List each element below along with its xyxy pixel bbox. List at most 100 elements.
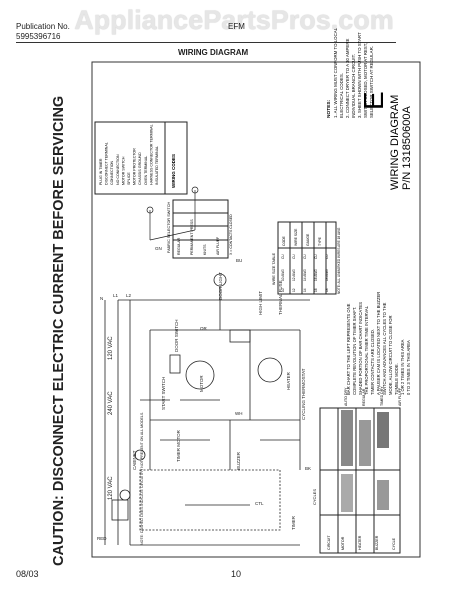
cycle-segment-label: AIR FLUFF xyxy=(398,387,402,406)
label-door-light: DOOR LIGHT xyxy=(218,272,223,300)
publication-label: Publication No. xyxy=(16,22,70,31)
wire-table-cell: CU xyxy=(303,254,307,259)
bar-chart-note-line: MODE, ALLOW CIRCUIT TO CLOSE FOR xyxy=(388,315,393,395)
fabric-selector-legend: X = CONTACTS CLOSED xyxy=(229,214,233,255)
wiring-code-item: MOTOR SWITCH xyxy=(121,156,125,185)
label-l1: L1 xyxy=(113,293,119,298)
note-line: INDIVIDUAL BRANCH CIRCUIT. xyxy=(351,54,356,118)
label-note-left: NOTE: DASHED LINES INDICATE CIRCUITRY NO… xyxy=(140,412,144,545)
bar-chart-note-line: 1 OR 2 TIMES IN THIS AREA xyxy=(400,339,405,395)
wire-table-cell: 16 xyxy=(314,288,318,292)
wiring-code-item: HARNESS CONNECTOR TERMINAL xyxy=(149,124,153,185)
wiring-code-item: PLUG IN TIMER xyxy=(99,158,103,185)
model-code: EFM xyxy=(228,22,245,31)
wire-table-cell: 16 AWG xyxy=(314,269,318,281)
label-cabinet: CABINET xyxy=(132,450,137,470)
fabric-selector-table: FABRIC SELECTOR SWITCH X = CONTACTS CLOS… xyxy=(167,199,233,259)
diagram-frame xyxy=(91,61,421,558)
label-thermal-fuse: THERMAL FUSE xyxy=(278,280,283,315)
wire-table-header: CODE xyxy=(282,235,286,246)
label-wh: WH xyxy=(235,411,243,416)
note-line: SWITCH CLOSED, MOTOR AT REST, xyxy=(363,43,368,118)
watermark: AppliancePartsPros.com xyxy=(74,5,394,35)
bar-chart-note-line: TIMER CONTACTS ARE CLOSED. xyxy=(370,329,375,395)
wire-table-cell: CU xyxy=(325,254,329,259)
note-line: ELECTRICAL CODES. xyxy=(339,73,344,118)
label-timer: TIMER xyxy=(291,515,296,530)
label-n: N xyxy=(100,296,103,301)
cycle-circuit-label: MOTOR xyxy=(341,536,345,550)
note-line: 3. SHEET SHOWN WITH PUSH TO START xyxy=(357,32,362,118)
schematic xyxy=(104,273,310,546)
footer-page: 10 xyxy=(231,569,242,579)
note-line: 2. CONNECT DRYER TO A 30 AMPERE xyxy=(345,38,350,118)
wire-table-header: GAUGE xyxy=(306,233,310,246)
label-start-switch: START SWITCH xyxy=(161,377,166,410)
cycle-circuit-label: BUZZER xyxy=(375,535,379,550)
caution-text: CAUTION: DISCONNECT ELECTRIC CURRENT BEF… xyxy=(51,96,67,566)
wiring-code-item: INSULATED TERMINAL xyxy=(155,146,159,185)
wire-size-table: WIRE SIZE TABLE NOTE: ALL UNMARKED WIRES… xyxy=(272,221,341,295)
cycle-segment-label: AUTO DRY xyxy=(344,387,348,406)
wire-table-cell: 18 AWG xyxy=(325,269,329,281)
publication-number: 5995396716 xyxy=(16,32,61,41)
cycle-circuit-label: CYCLE xyxy=(392,537,396,550)
wire-table-cell: CU xyxy=(314,254,318,259)
bar-chart-note-line: TUMBLE MODE. xyxy=(394,363,399,395)
wiring-code-item: CONNECTION xyxy=(110,160,114,185)
label-gn: GN xyxy=(155,246,162,251)
diagram-id-title: WIRING DIAGRAM xyxy=(389,95,401,190)
wire-table-header: WIRE SIZE xyxy=(294,228,298,246)
label-bu: BU xyxy=(236,258,242,263)
label-red: RED xyxy=(97,536,107,541)
bar-chart-note-line: THE PROPORTIONAL TIMER TIME INTERVAL xyxy=(364,305,369,395)
bar-chart-note-line: SHADED PORTION OF BAR CHART INDICATES xyxy=(358,302,363,395)
wiring-codes-title: WIRING CODES xyxy=(171,154,176,188)
label-buzzer: BUZZER xyxy=(236,451,241,470)
wire-table-note: NOTE: ALL UNMARKED WIRES ARE 18 AWG xyxy=(337,227,341,294)
wire-table-title: WIRE SIZE TABLE xyxy=(272,252,276,285)
label-ctl: CTL xyxy=(255,501,264,506)
wiring-code-item: CHASSIS GROUND xyxy=(138,152,142,185)
motor-switch-diagram xyxy=(146,186,199,241)
header-rule xyxy=(16,42,396,43)
footer-date: 08/03 xyxy=(16,569,39,579)
cycle-circuit-label: HEATER xyxy=(358,535,362,550)
label-120vac-top: 120 VAC xyxy=(108,336,114,360)
bar-chart-note-line: 0 TO 3 TIMES IN THIS AREA xyxy=(406,340,411,395)
label-timer-motor: TIMER MOTOR xyxy=(176,429,181,462)
fabric-row: PERMANENT PRESS xyxy=(190,219,194,255)
wire-table-cell: 18 xyxy=(325,288,329,292)
wire-table-header: TYPE xyxy=(318,236,322,246)
notes-block: NOTES: 1. ALL WIRING MUST CONFORM TO LOC… xyxy=(326,27,374,118)
fabric-row: REGULAR xyxy=(177,237,181,255)
schematic-labels: 240 VAC 120 VAC 120 VAC TIMER TIMER MOTO… xyxy=(97,246,311,545)
label-120vac-bottom: 120 VAC xyxy=(108,476,114,500)
note-line: 1. ALL WIRING MUST CONFORM TO LOCAL xyxy=(333,27,338,118)
wiring-code-item: OVEN TERMINAL xyxy=(144,156,148,185)
label-high-limit: HIGH LIMIT xyxy=(258,291,263,315)
bar-chart-note-line: SWITCH AND ADVANCES ALL CYCLES TO THE xyxy=(382,302,387,395)
bar-chart-note-line: A PAUSER CAM IS LOCATED NEXT TO THE BUZZ… xyxy=(376,292,381,395)
wire-table-cell: 12 AWG xyxy=(292,269,296,281)
wiring-code-item: SPLICE xyxy=(127,172,131,185)
wiring-code-item: DISCONNECT TERMINAL xyxy=(105,142,109,185)
wire-table-cell: CU xyxy=(281,254,285,259)
notes-title: NOTES: xyxy=(326,99,332,118)
wire-table-cell: 14 AWG xyxy=(303,269,307,281)
note-line: SELECTOR SWITCH AT REGULAR. xyxy=(369,46,374,118)
wire-table-cell: CU xyxy=(292,254,296,259)
fabric-row: AIR FLUFF xyxy=(216,236,220,255)
wire-table-cell: 10 AWG xyxy=(281,269,285,281)
fabric-row: KNITS xyxy=(203,244,207,255)
label-heater: HEATER xyxy=(286,371,291,390)
label-or: OR xyxy=(200,326,208,331)
diagram-letter: E xyxy=(358,91,389,110)
wiring-code-item: MOTOR PROTECTOR xyxy=(133,148,137,185)
label-l2: L2 xyxy=(126,293,132,298)
label-cycling-thermostat: CYCLING THERMOSTAT xyxy=(301,368,306,420)
label-door-switch: DOOR SWITCH xyxy=(174,320,179,353)
